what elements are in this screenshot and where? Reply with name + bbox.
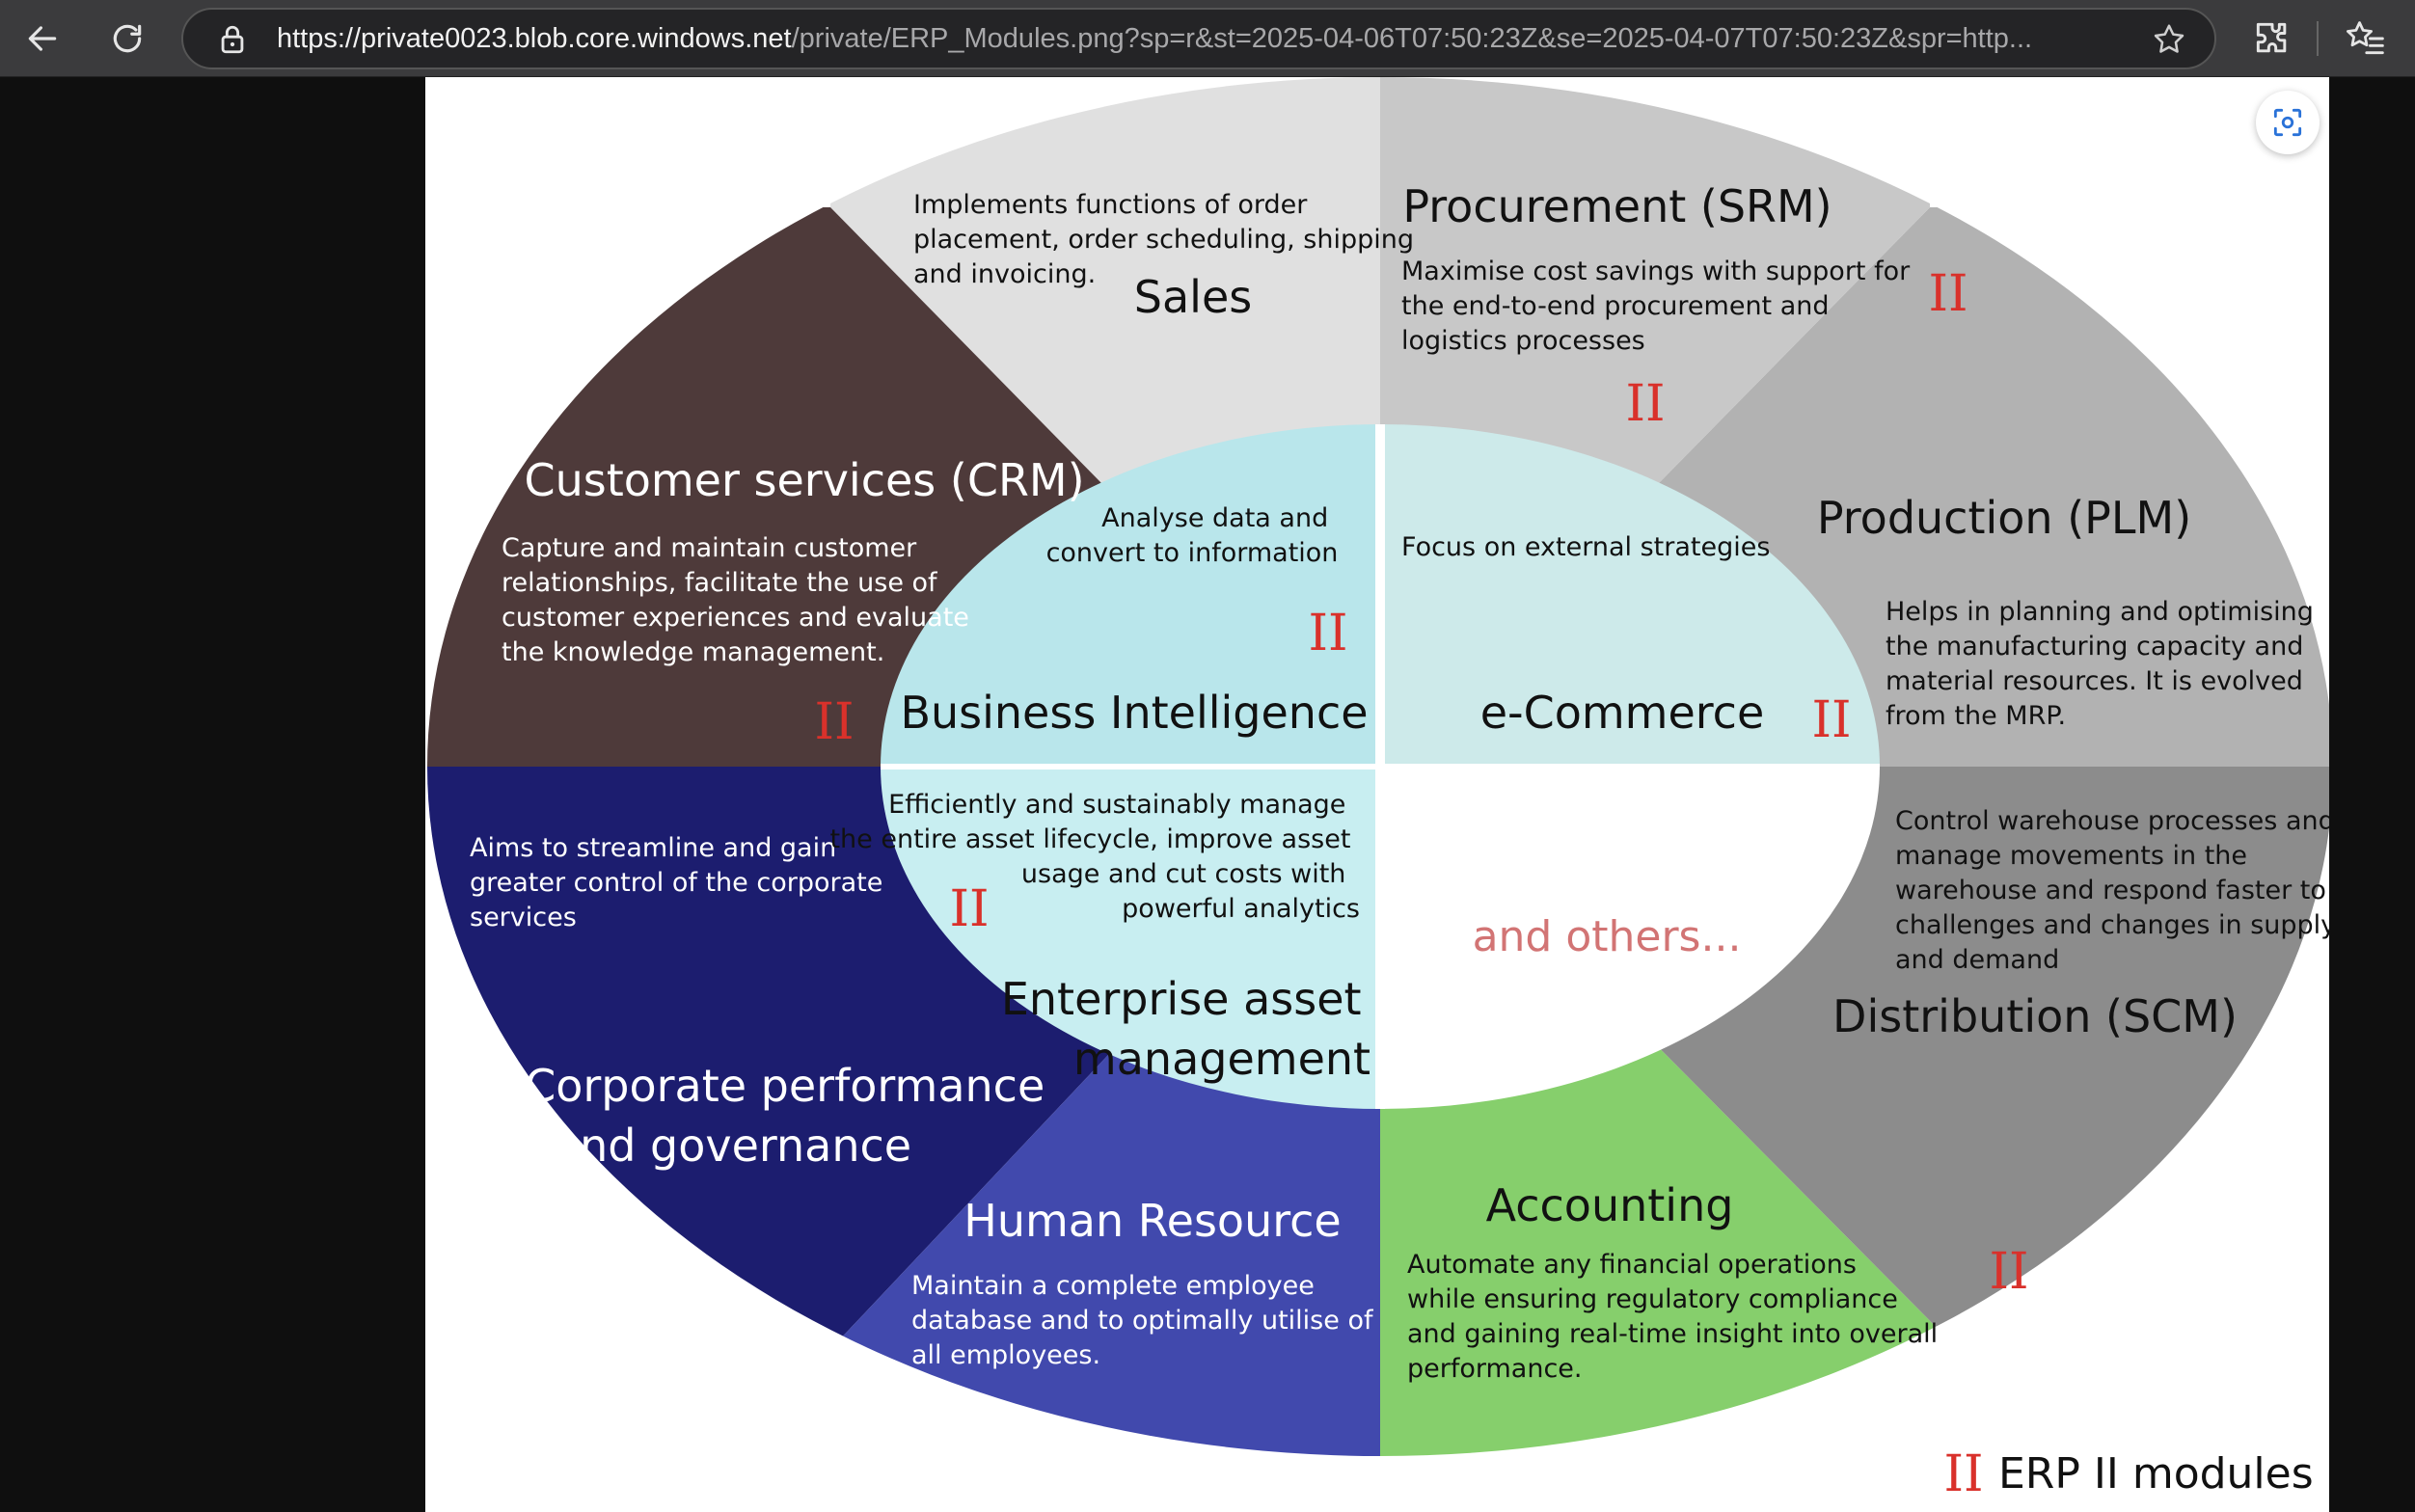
eam-title: Enterprise asset management: [1001, 973, 1375, 1085]
corporate-description: Aims to streamline and gain greater cont…: [470, 833, 891, 932]
erp-modules-diagram: Implements functions of order placement,…: [427, 77, 2329, 1503]
and-others-label: and others...: [1473, 912, 1742, 961]
back-arrow-icon: [28, 26, 57, 51]
legend-erp2-mark: II: [1943, 1445, 1983, 1503]
visual-search-button[interactable]: [2256, 91, 2320, 154]
browser-toolbar: https://private0023.blob.core.windows.ne…: [0, 0, 2415, 77]
visual-search-icon: [2273, 108, 2302, 137]
distribution-description: Control warehouse processes and manage m…: [1895, 806, 2329, 975]
ecommerce-title: e-Commerce: [1480, 687, 1765, 739]
url-path: /private/ERP_Modules.png?sp=r&st=2025-04…: [791, 23, 2033, 54]
image-viewer: Implements functions of order placement,…: [425, 77, 2329, 1512]
favorites-icon[interactable]: [2344, 17, 2386, 60]
extensions-icon[interactable]: [2251, 17, 2293, 60]
legend-label: ERP II modules: [1998, 1449, 2314, 1498]
bi-description: Analyse data and convert to information: [1046, 503, 1339, 568]
erp2-mark-production-top: II: [1928, 265, 1967, 323]
bi-quadrant: [881, 424, 1380, 767]
toolbar-separator: [2317, 21, 2319, 56]
sales-description: Implements functions of order placement,…: [913, 190, 1423, 289]
erp2-mark-bi: II: [1308, 605, 1347, 662]
erp2-mark-eam: II: [949, 880, 989, 938]
production-title: Production (PLM): [1817, 492, 2191, 544]
page-background-left: [0, 77, 425, 1512]
reload-icon: [113, 24, 142, 53]
ecommerce-quadrant: [1380, 424, 1880, 767]
erp2-mark-ecommerce: II: [1811, 691, 1851, 749]
corporate-title: Corporate performance and governance: [525, 1060, 1059, 1172]
erp2-mark-distribution: II: [1989, 1243, 2028, 1301]
procurement-title: Procurement (SRM): [1402, 180, 1832, 232]
procurement-description: Maximise cost savings with support for t…: [1401, 256, 1918, 356]
accounting-description: Automate any financial operations while …: [1407, 1250, 1946, 1384]
eam-quadrant: [881, 767, 1380, 1109]
crm-title: Customer services (CRM): [524, 454, 1084, 506]
distribution-title: Distribution (SCM): [1832, 990, 2238, 1042]
url-host: https://private0023.blob.core.windows.ne…: [277, 23, 792, 54]
ecommerce-description: Focus on external strategies: [1401, 532, 1770, 562]
accounting-title: Accounting: [1486, 1179, 1734, 1231]
reload-button[interactable]: [98, 10, 156, 68]
others-quadrant: [1380, 767, 1880, 1109]
url-text[interactable]: https://private0023.blob.core.windows.ne…: [277, 10, 2108, 68]
hr-title: Human Resource: [963, 1195, 1341, 1247]
erp2-mark-crm: II: [814, 693, 854, 751]
address-bar[interactable]: https://private0023.blob.core.windows.ne…: [181, 8, 2216, 69]
bi-title: Business Intelligence: [900, 687, 1368, 739]
page-background-right: [2329, 77, 2415, 1512]
crm-description: Capture and maintain customer relationsh…: [502, 533, 978, 667]
production-description: Helps in planning and optimising the man…: [1886, 597, 2322, 731]
eam-description: Efficiently and sustainably manage the e…: [829, 790, 1360, 924]
back-button[interactable]: [14, 10, 71, 68]
site-info-icon[interactable]: [216, 23, 249, 56]
star-icon[interactable]: [2151, 21, 2187, 58]
hr-description: Maintain a complete employee database an…: [911, 1271, 1381, 1370]
sales-title: Sales: [1134, 271, 1252, 323]
erp2-mark-procurement: II: [1625, 375, 1665, 433]
